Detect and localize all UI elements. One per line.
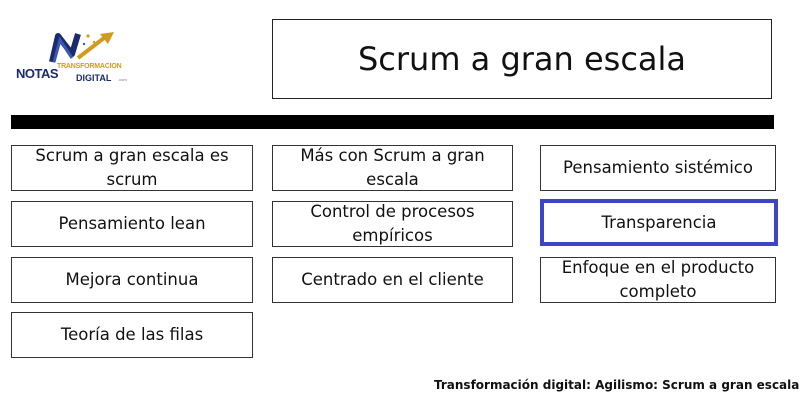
cell-pensamiento-lean: Pensamiento lean (11, 201, 253, 247)
cell-mas-con-scrum: Más con Scrum a gran escala (272, 145, 513, 191)
cell-transparencia: Transparencia (540, 199, 778, 246)
logo-text-notas: NOTAS (16, 66, 59, 81)
cell-pensamiento-sistemico: Pensamiento sistémico (540, 145, 776, 191)
cell-control-procesos-empiricos: Control de procesos empíricos (272, 201, 513, 247)
logo: NOTAS TRANSFORMACION DIGITAL .com (14, 28, 144, 92)
footer-caption: Transformación digital: Agilismo: Scrum … (434, 378, 800, 392)
logo-text-digital: DIGITAL (76, 73, 112, 83)
logo-text-transformacion: TRANSFORMACION (57, 63, 122, 70)
logo-arrow-icon (49, 32, 114, 63)
cell-teoria-de-las-filas: Teoría de las filas (11, 312, 253, 358)
cell-enfoque-producto-completo: Enfoque en el producto completo (540, 257, 776, 303)
cell-mejora-continua: Mejora continua (11, 257, 253, 303)
page-title: Scrum a gran escala (272, 19, 772, 99)
divider-bar (11, 115, 774, 129)
logo-text-com: .com (118, 77, 127, 82)
cell-scrum-a-gran-escala-es-scrum: Scrum a gran escala es scrum (11, 145, 253, 191)
cell-centrado-en-el-cliente: Centrado en el cliente (272, 257, 513, 303)
